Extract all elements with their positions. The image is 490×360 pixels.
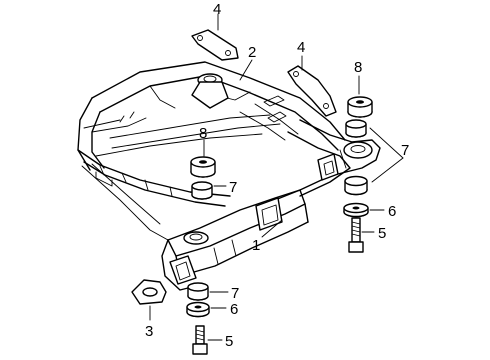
callout-2: 2 bbox=[248, 44, 256, 61]
cushion-lower-right bbox=[344, 175, 368, 196]
callout-7-front: 7 bbox=[231, 285, 239, 302]
right-rail bbox=[274, 119, 381, 201]
spacer-plate bbox=[131, 279, 167, 305]
crossmember-frame bbox=[77, 61, 346, 207]
callout-8-right: 8 bbox=[354, 59, 362, 76]
leader-lines bbox=[149, 13, 404, 341]
callout-6-right: 6 bbox=[388, 203, 396, 220]
callout-3: 3 bbox=[145, 323, 153, 340]
bolt-front bbox=[192, 325, 208, 355]
callout-8-center: 8 bbox=[199, 125, 207, 142]
retainer-front bbox=[186, 301, 210, 318]
callout-4-right: 4 bbox=[297, 39, 305, 56]
callout-7-right: 7 bbox=[401, 142, 409, 159]
cushion-center-bottom bbox=[191, 181, 213, 200]
bracket-right bbox=[287, 65, 337, 117]
cushion-center-top bbox=[190, 156, 216, 178]
retainer-right bbox=[343, 202, 369, 218]
front-member bbox=[81, 163, 309, 291]
cushion-mid-right bbox=[345, 119, 367, 138]
callouts: 4 2 4 8 8 7 7 6 5 1 7 6 3 5 bbox=[145, 1, 409, 350]
bracket-left bbox=[191, 29, 239, 61]
cushion-lower-front bbox=[187, 282, 209, 301]
cushion-upper-right bbox=[347, 96, 373, 118]
bolt-right bbox=[348, 217, 364, 253]
callout-4-left: 4 bbox=[213, 1, 221, 18]
callout-1: 1 bbox=[252, 237, 260, 254]
callout-5-front: 5 bbox=[225, 333, 233, 350]
callout-5-right: 5 bbox=[378, 225, 386, 242]
callout-7-center: 7 bbox=[229, 179, 237, 196]
callout-6-front: 6 bbox=[230, 301, 238, 318]
